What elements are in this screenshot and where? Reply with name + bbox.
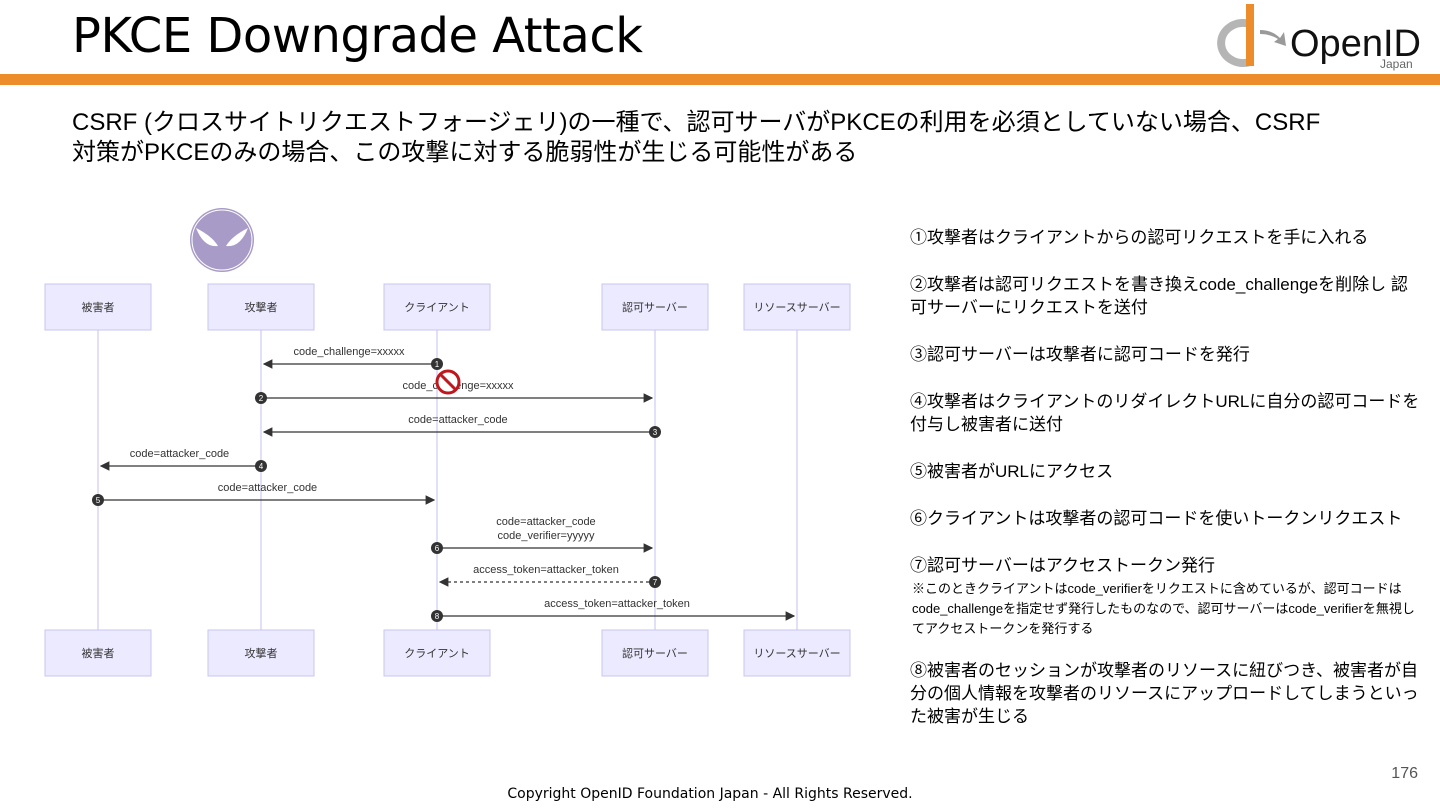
participant-box: クライアント <box>383 283 491 331</box>
message-arrow: code=attacker_code code_verifier=yyyyy 6 <box>431 516 654 554</box>
participant-box: 被害者 <box>44 629 152 677</box>
step-text: ⑥クライアントは攻撃者の認可コードを使いトークンリクエスト <box>910 509 1403 528</box>
sequence-number: 5 <box>96 496 101 505</box>
openid-logo-bar <box>1246 4 1254 66</box>
message-label: code=attacker_code <box>496 516 595 528</box>
sequence-number: 4 <box>259 462 264 471</box>
sequence-number-badge: 5 <box>92 494 104 506</box>
sequence-number: 7 <box>653 578 658 587</box>
openid-logo-arrow <box>1260 30 1286 46</box>
attacker-icon <box>190 208 254 272</box>
message-arrow: code=attacker_code 3 <box>262 414 661 438</box>
participant-box: 認可サーバー <box>601 283 709 331</box>
message-label: access_token=attacker_token <box>473 564 619 576</box>
participant-label: 攻撃者 <box>245 646 278 660</box>
participant-label: 被害者 <box>82 300 115 314</box>
subtitle: CSRF (クロスサイトリクエストフォージェリ)の一種で、認可サーバがPKCEの… <box>72 108 1372 168</box>
participant-label: 攻撃者 <box>245 300 278 314</box>
sequence-diagram: 被害者攻撃者クライアント認可サーバーリソースサーバー 被害者攻撃者クライアント認… <box>44 208 851 677</box>
step-item: ⑤被害者がURLにアクセス <box>910 460 1420 483</box>
step-text: ⑤被害者がURLにアクセス <box>910 462 1114 481</box>
participant-label: リソースサーバー <box>753 301 840 314</box>
sequence-number: 3 <box>653 428 658 437</box>
step-text: ③認可サーバーは攻撃者に認可コードを発行 <box>910 345 1250 364</box>
sequence-number: 2 <box>259 394 264 403</box>
message-arrow: access_token=attacker_token 8 <box>431 598 796 622</box>
blocked-icon <box>435 369 461 395</box>
participant-box: 認可サーバー <box>601 629 709 677</box>
participant-box: クライアント <box>383 629 491 677</box>
openid-logo-sub: Japan <box>1380 57 1413 71</box>
participant-box: 攻撃者 <box>207 629 315 677</box>
page-number: 176 <box>1391 765 1418 782</box>
step-text: ⑧被害者のセッションが攻撃者のリソースに紐びつき、被害者が自分の個人情報を攻撃者… <box>910 661 1419 726</box>
openid-logo-mark <box>1217 19 1252 67</box>
sequence-number: 8 <box>435 612 440 621</box>
step-text: ⑦認可サーバーはアクセストークン発行 <box>910 556 1215 575</box>
sequence-number-badge: 4 <box>255 460 267 472</box>
message-arrow: code=attacker_code 5 <box>92 482 436 506</box>
message-label: code_challenge=xxxxx <box>294 346 405 358</box>
message-label: code=attacker_code <box>218 482 317 494</box>
message-label: code=attacker_code <box>408 414 507 426</box>
message-label: code_verifier=yyyyy <box>498 530 595 542</box>
participant-label: 被害者 <box>82 646 115 660</box>
step-text: ①攻撃者はクライアントからの認可リクエストを手に入れる <box>910 228 1369 247</box>
step-item: ⑥クライアントは攻撃者の認可コードを使いトークンリクエスト <box>910 507 1420 530</box>
step-list: ①攻撃者はクライアントからの認可リクエストを手に入れる ②攻撃者は認可リクエストを… <box>910 226 1420 728</box>
step-note: ※このときクライアントはcode_verifierをリクエストに含めているが、認… <box>912 581 1415 636</box>
participant-label: 認可サーバー <box>622 646 688 660</box>
message-label: code=attacker_code <box>130 448 229 460</box>
sequence-number-badge: 1 <box>431 358 443 370</box>
step-text: ②攻撃者は認可リクエストを書き換えcode_challengeを削除し 認可サー… <box>910 275 1408 317</box>
openid-logo: OpenID Japan <box>1217 4 1421 71</box>
header-accent-bar <box>0 74 1440 85</box>
subtitle-line: CSRF (クロスサイトリクエストフォージェリ)の一種で、認可サーバがPKCEの… <box>72 109 1321 136</box>
participant-box: 被害者 <box>44 283 152 331</box>
participant-label: 認可サーバー <box>622 300 688 314</box>
participant-box: 攻撃者 <box>207 283 315 331</box>
participant-box: リソースサーバー <box>743 629 851 677</box>
sequence-number-badge: 8 <box>431 610 443 622</box>
participant-label: クライアント <box>404 301 470 314</box>
sequence-number-badge: 3 <box>649 426 661 438</box>
message-arrow: code_challenge=xxxxx 1 <box>262 346 443 370</box>
step-item: ④攻撃者はクライアントのリダイレクトURLに自分の認可コードを付与し被害者に送付 <box>910 390 1420 436</box>
message-label: access_token=attacker_token <box>544 598 690 610</box>
participant-label: リソースサーバー <box>753 647 840 660</box>
step-item: ①攻撃者はクライアントからの認可リクエストを手に入れる <box>910 226 1420 249</box>
openid-logo-text: OpenID <box>1290 23 1421 65</box>
step-item: ③認可サーバーは攻撃者に認可コードを発行 <box>910 343 1420 366</box>
message-arrow: code=attacker_code 4 <box>99 448 267 472</box>
sequence-number-badge: 7 <box>649 576 661 588</box>
copyright: Copyright OpenID Foundation Japan - All … <box>507 786 913 802</box>
sequence-number-badge: 2 <box>255 392 267 404</box>
participant-label: クライアント <box>404 647 470 660</box>
step-item: ⑧被害者のセッションが攻撃者のリソースに紐びつき、被害者が自分の個人情報を攻撃者… <box>910 659 1420 728</box>
message-arrow: access_token=attacker_token 7 <box>438 564 661 588</box>
sequence-number: 6 <box>435 544 440 553</box>
step-item: ②攻撃者は認可リクエストを書き換えcode_challengeを削除し 認可サー… <box>910 273 1420 319</box>
step-text: ④攻撃者はクライアントのリダイレクトURLに自分の認可コードを付与し被害者に送付 <box>910 392 1420 434</box>
sequence-number: 1 <box>435 360 440 369</box>
step-item: ⑦認可サーバーはアクセストークン発行 ※このときクライアントはcode_verif… <box>910 554 1420 639</box>
page-title: PKCE Downgrade Attack <box>72 8 643 64</box>
sequence-number-badge: 6 <box>431 542 443 554</box>
participant-box: リソースサーバー <box>743 283 851 331</box>
subtitle-line: 対策がPKCEのみの場合、この攻撃に対する脆弱性が生じる可能性がある <box>72 139 858 166</box>
